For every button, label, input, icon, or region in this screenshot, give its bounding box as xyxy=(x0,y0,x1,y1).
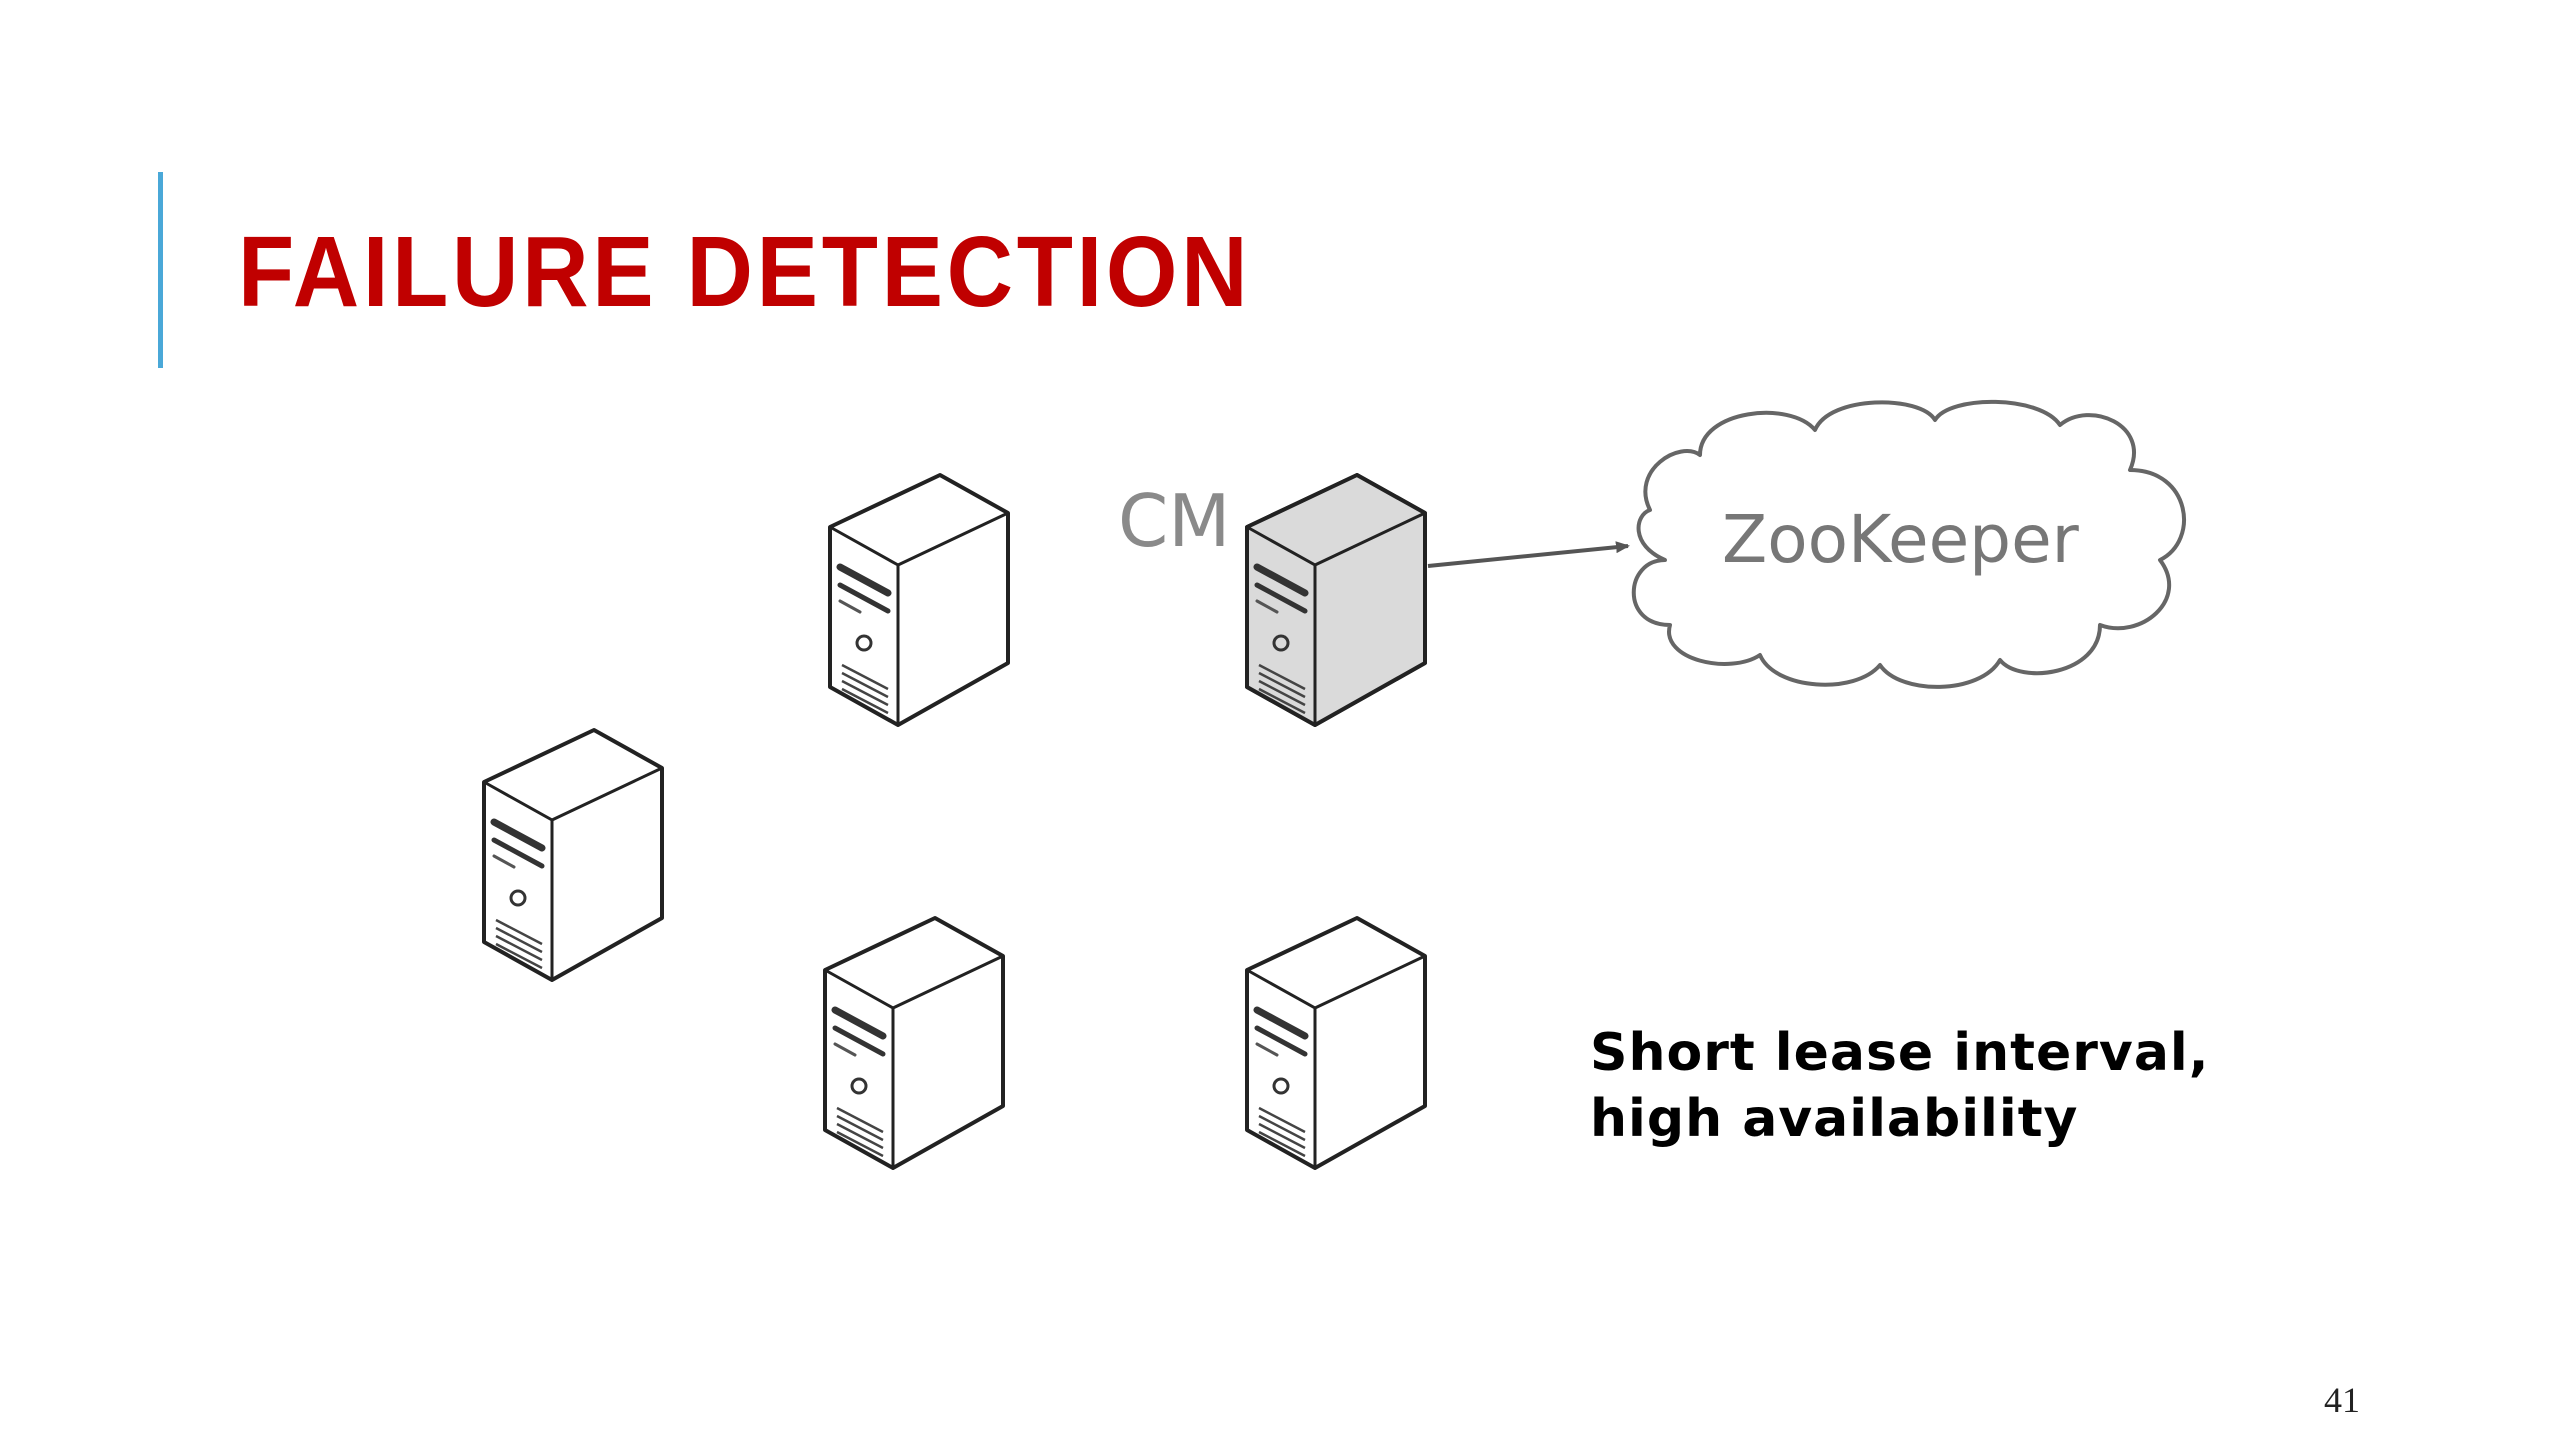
caption-line-2: high availability xyxy=(1590,1089,2079,1149)
server-bottom-right xyxy=(1247,918,1425,1168)
zookeeper-cloud xyxy=(1631,399,2186,689)
cm-to-zookeeper-arrow xyxy=(1427,541,1630,568)
title-accent-bar xyxy=(158,172,163,368)
page-number: 41 xyxy=(2324,1380,2360,1420)
server-left xyxy=(484,730,662,980)
slide-title: FAILURE DETECTION xyxy=(238,216,1252,328)
server-bottom-middle xyxy=(825,918,1003,1168)
server-top-left xyxy=(830,475,1008,725)
lease-caption: Short lease interval, high availability xyxy=(1590,1020,2290,1152)
zookeeper-label: ZooKeeper xyxy=(1722,501,2080,578)
caption-line-1: Short lease interval, xyxy=(1590,1023,2210,1083)
server-cm xyxy=(1247,475,1425,725)
cm-label: CM xyxy=(1118,479,1230,563)
